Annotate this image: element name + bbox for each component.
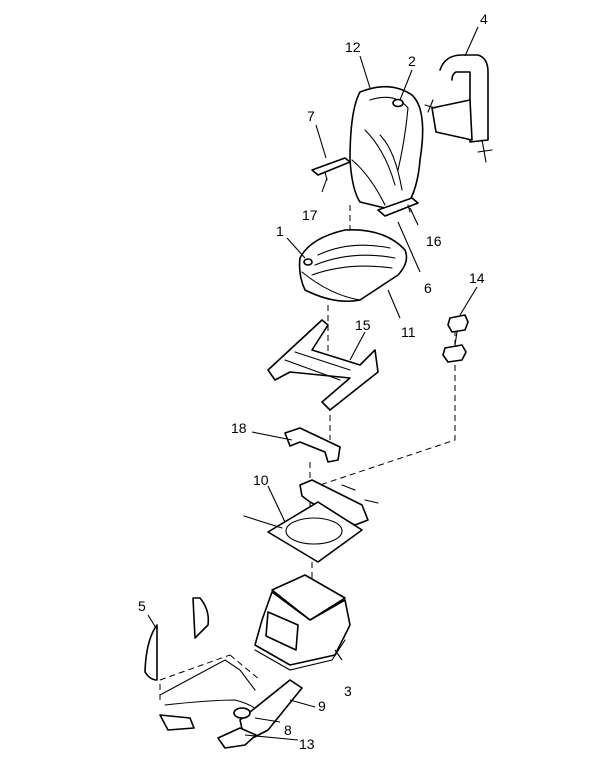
callout-9: 9	[318, 698, 326, 714]
shock-links	[442, 314, 469, 363]
swivel-base-plate	[243, 501, 363, 563]
callout-4: 4	[480, 11, 488, 27]
left-armrest	[311, 157, 351, 181]
callout-6: 6	[424, 280, 432, 296]
seat-slide-frame	[267, 319, 379, 411]
suspension-base	[254, 574, 351, 671]
callout-14: 14	[469, 270, 485, 286]
callout-labels: 1 2 3 4 5 6 7 8 9 10 11 12 13 14 15 16 1…	[138, 11, 488, 752]
seat-cushion	[298, 229, 408, 303]
callout-10: 10	[253, 472, 269, 488]
back-frame	[424, 54, 493, 163]
headrest-knob	[392, 98, 404, 108]
callout-13: 13	[299, 736, 315, 752]
seat-back	[349, 85, 424, 209]
callout-15: 15	[355, 317, 371, 333]
callout-3: 3	[344, 683, 352, 699]
right-armrest	[377, 197, 419, 217]
callout-5: 5	[138, 598, 146, 614]
cushion-knob	[303, 258, 313, 266]
callout-11: 11	[401, 324, 416, 340]
callout-12: 12	[345, 39, 361, 55]
mounting-bracket	[284, 427, 341, 463]
callout-2: 2	[408, 53, 416, 69]
leader-lines	[147, 26, 479, 741]
callout-17: 17	[302, 207, 318, 223]
slide-rail	[299, 479, 379, 526]
callout-1: 1	[276, 223, 284, 239]
callout-7: 7	[307, 108, 315, 124]
side-cover	[144, 597, 210, 681]
callout-18: 18	[231, 420, 247, 436]
control-lever	[217, 679, 303, 749]
callout-16: 16	[426, 233, 442, 249]
callout-8: 8	[284, 722, 292, 738]
